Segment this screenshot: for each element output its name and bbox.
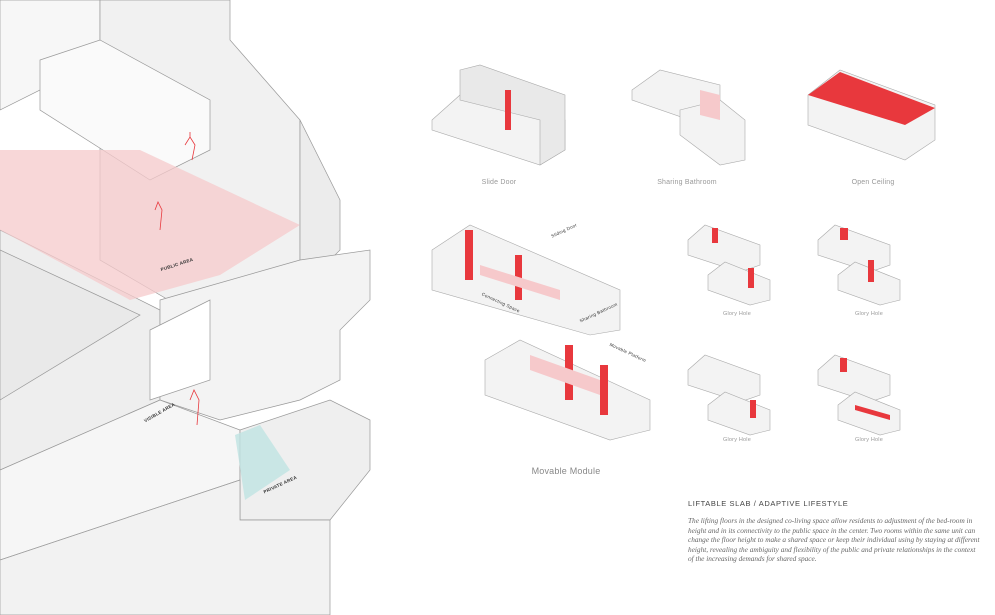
building-section-axonometric: [0, 0, 371, 615]
glory-hole-caption-3: Glory Hole: [723, 437, 751, 443]
public-area-slab: [0, 150, 300, 300]
sharing-bathroom-caption: Sharing Bathroom: [657, 179, 717, 186]
glory-hole-caption-2: Glory Hole: [855, 311, 883, 317]
people-figures: [154, 132, 200, 426]
private-area-tint: [235, 425, 290, 500]
open-ceiling-caption: Open Ceiling: [851, 179, 895, 186]
sharing-bathroom-diagram: [631, 69, 746, 166]
glory-hole-diagram-4: [817, 354, 901, 436]
open-ceiling-diagram: [807, 69, 936, 161]
section-title: LIFTABLE SLAB / ADAPTIVE LIFESTYLE: [688, 499, 849, 508]
glory-hole-diagram-2: [817, 224, 901, 306]
movable-module-caption: Movable Module: [531, 466, 601, 476]
movable-module-diagram: [431, 224, 651, 441]
glory-hole-diagram-1: [687, 224, 771, 306]
section-description: The lifting floors in the designed co-li…: [688, 516, 980, 563]
glory-hole-caption-1: Glory Hole: [723, 311, 751, 317]
slide-door-caption: Slide Door: [481, 179, 517, 186]
glory-hole-diagram-3: [687, 354, 771, 436]
slide-door-diagram: [431, 64, 566, 166]
glory-hole-caption-4: Glory Hole: [855, 437, 883, 443]
